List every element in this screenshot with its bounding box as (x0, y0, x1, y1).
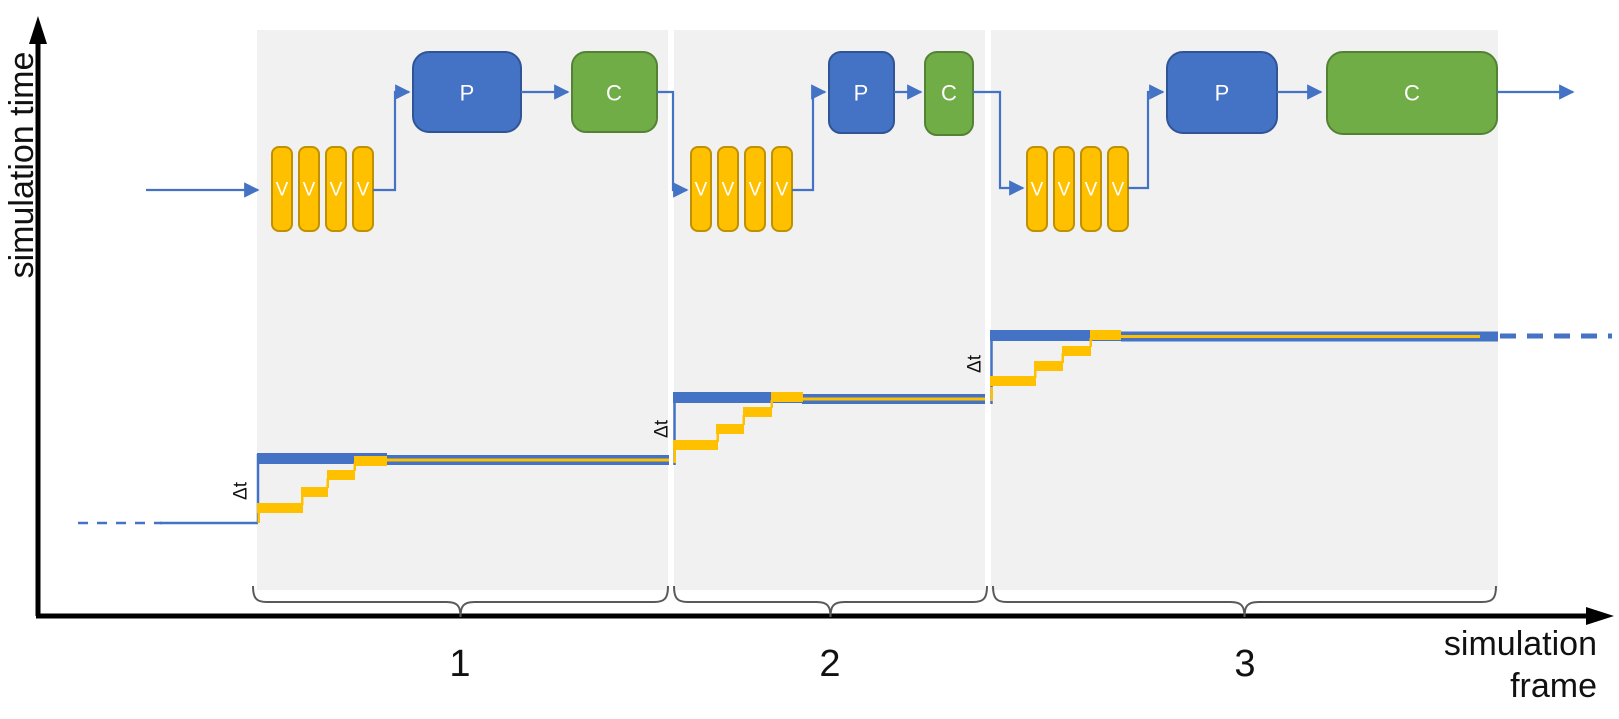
v-block-label: V (776, 180, 789, 201)
flow-frame-3: V V V V P C (1026, 51, 1575, 232)
v-block-label: V (357, 180, 370, 201)
c-block-label: C (606, 81, 622, 106)
substep-line-2 (801, 397, 985, 401)
v-block-label: V (1031, 180, 1044, 201)
v-block (1053, 146, 1075, 232)
substep-4 (771, 392, 803, 402)
substep-2 (1034, 361, 1063, 371)
substep-riser (990, 387, 993, 401)
substep-riser (301, 495, 304, 505)
v-block (690, 146, 712, 232)
flow-arrow-c-to-next (657, 90, 689, 198)
x-axis-arrow-icon (1586, 607, 1614, 625)
v-block (1080, 146, 1102, 232)
c-block-label: C (941, 81, 957, 106)
frame-number-1: 1 (449, 643, 470, 685)
v-block-label: V (330, 180, 343, 201)
c-block-label: C (1404, 81, 1420, 106)
v-block-label: V (1085, 180, 1098, 201)
substep-line-3 (1120, 335, 1480, 338)
delta-t-label: Δt (652, 419, 673, 438)
v-block (744, 146, 766, 232)
substep-riser (353, 463, 356, 471)
v-block-label: V (722, 180, 735, 201)
brace-frame-2 (673, 585, 988, 618)
substep-riser (326, 478, 329, 488)
v-block (717, 146, 739, 232)
v-block (271, 146, 293, 232)
frame-number-2: 2 (819, 643, 840, 685)
flow-arrow-v-to-p (792, 84, 827, 192)
y-axis-label: simulation time (3, 52, 41, 279)
delta-t-label: Δt (965, 354, 986, 373)
v-block-label: V (695, 180, 708, 201)
substep-4 (354, 456, 387, 466)
substep-riser (1061, 353, 1064, 363)
y-axis: simulation time (3, 16, 47, 616)
substep-riser (1089, 338, 1092, 347)
p-block-label: P (460, 81, 475, 106)
v-block (298, 146, 320, 232)
x-axis: simulation frame (36, 607, 1614, 705)
substep-riser (673, 449, 676, 463)
flow-arrow-v-to-p (1128, 84, 1165, 190)
p-block-label: P (854, 81, 869, 106)
v-block-label: V (1112, 180, 1125, 201)
v-block (1026, 146, 1048, 232)
c-block (924, 51, 974, 136)
v-block-label: V (749, 180, 762, 201)
frame-time-bar-2 (673, 392, 802, 403)
substep-riser (716, 432, 719, 442)
y-axis-arrow-icon (29, 16, 47, 44)
v-block-label: V (276, 180, 289, 201)
frame-number-3: 3 (1234, 643, 1255, 685)
flow-frame-1: V V V V P C (146, 51, 689, 232)
p-block-label: P (1215, 81, 1230, 106)
flow-arrow-v-to-p (373, 84, 411, 192)
substep-riser (257, 511, 260, 523)
substep-1 (990, 376, 1036, 386)
substep-2 (301, 487, 328, 497)
frame-time-bar-1 (257, 453, 387, 464)
flow-frame-2: V V V V P C (690, 51, 1025, 232)
brace-frame-3 (992, 585, 1497, 618)
x-axis-label-line2: frame (1510, 667, 1597, 705)
x-axis-label-line1: simulation (1444, 625, 1597, 663)
frame-time-bar-3 (990, 330, 1121, 341)
frame-braces: 1 2 3 (252, 585, 1497, 685)
substep-3 (327, 470, 355, 480)
substep-4 (1090, 330, 1121, 340)
flow-arrow-c-to-next (973, 90, 1025, 196)
substep-1 (673, 440, 718, 450)
v-block-label: V (1058, 180, 1071, 201)
v-block (325, 146, 347, 232)
substep-line-1 (385, 458, 669, 462)
substep-riser (742, 415, 745, 425)
delta-t-label: Δt (231, 481, 252, 500)
substep-3 (743, 407, 772, 417)
v-block-label: V (303, 180, 316, 201)
substep-2 (716, 424, 744, 434)
substep-1 (257, 503, 303, 513)
substep-riser (770, 400, 773, 408)
substep-riser (1034, 368, 1037, 378)
time-step-chart: Δt Δt Δt (78, 330, 1612, 525)
substep-3 (1062, 346, 1091, 356)
brace-frame-1 (252, 585, 669, 618)
